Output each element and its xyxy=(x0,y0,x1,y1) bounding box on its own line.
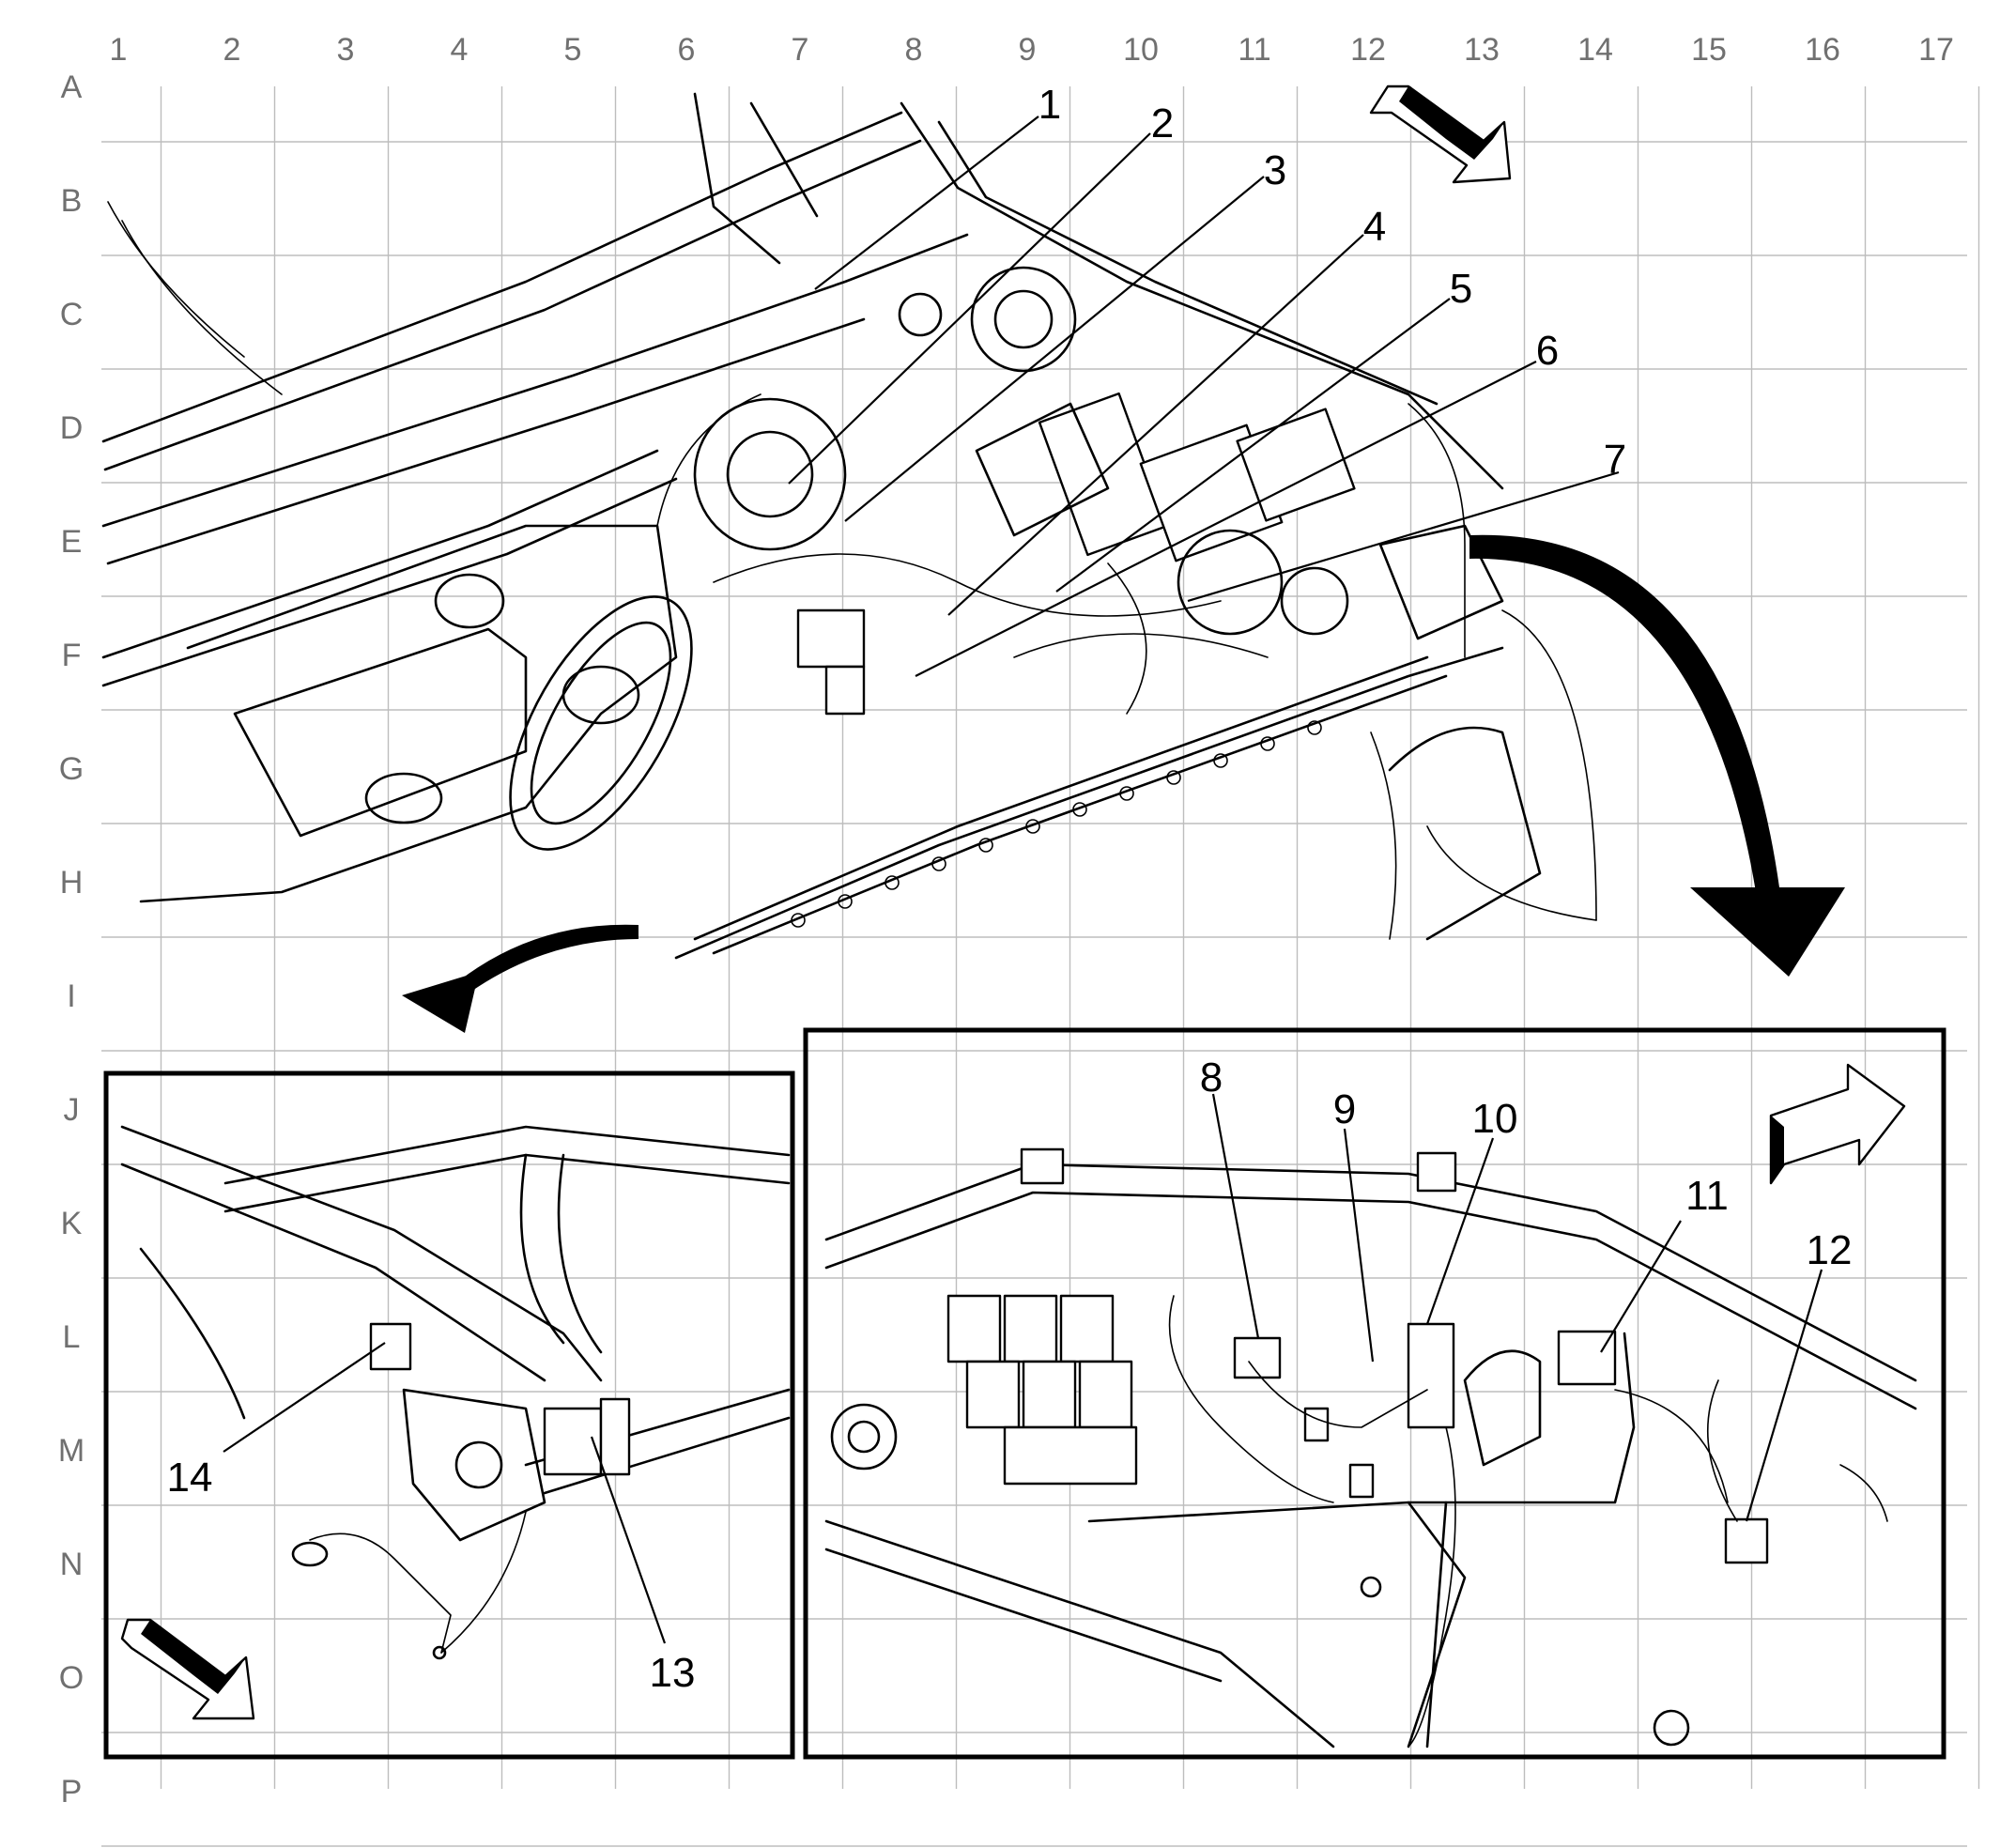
grid-column-label: 17 xyxy=(1918,32,1954,68)
grid-row-label: E xyxy=(61,524,83,560)
grid-column-label: 12 xyxy=(1350,32,1386,68)
callout-7: 7 xyxy=(1604,437,1626,483)
grid-row-label: N xyxy=(60,1547,84,1582)
grid-row-label: F xyxy=(62,638,82,673)
top-view-illustration xyxy=(101,92,1597,960)
grid-column-label: 6 xyxy=(678,32,696,68)
left-inset-illustration xyxy=(120,1125,791,1660)
grid-row-label: J xyxy=(64,1092,80,1128)
callout-1: 1 xyxy=(1038,82,1061,128)
inset-frame-right xyxy=(803,1027,1946,1760)
callout-4: 4 xyxy=(1363,204,1386,250)
callout-10: 10 xyxy=(1472,1096,1518,1142)
rail-holes xyxy=(791,720,1322,928)
grid-column-label: 4 xyxy=(451,32,469,68)
grid-row-label: K xyxy=(61,1206,83,1241)
callout-14: 14 xyxy=(167,1455,213,1501)
grid-row-label: I xyxy=(67,978,75,1014)
grid-row-label: D xyxy=(60,410,84,446)
reference-grid xyxy=(101,86,1980,1847)
grid-row-label: M xyxy=(58,1433,85,1469)
callout-8: 8 xyxy=(1200,1055,1223,1101)
forward-arrow-icon xyxy=(120,1618,255,1720)
grid-row-label: L xyxy=(63,1319,81,1355)
forward-arrow-icon xyxy=(1369,85,1512,184)
grid-row-label: B xyxy=(61,183,83,219)
grid-column-label: 9 xyxy=(1019,32,1037,68)
grid-column-label: 13 xyxy=(1464,32,1500,68)
callout-5: 5 xyxy=(1450,266,1472,312)
callout-9: 9 xyxy=(1333,1086,1356,1132)
callout-2: 2 xyxy=(1151,100,1174,146)
grid-column-label: 15 xyxy=(1691,32,1727,68)
curved-arrow-icon xyxy=(1469,534,1845,977)
grid-column-label: 1 xyxy=(110,32,128,68)
grid-row-label: C xyxy=(60,297,84,332)
grid-row-label: A xyxy=(61,69,83,105)
callout-13: 13 xyxy=(650,1650,696,1696)
curved-arrow-icon xyxy=(402,924,638,1033)
grid-column-label: 5 xyxy=(564,32,582,68)
grid-row-labels: A B C D E F G H I J K L M N O P xyxy=(58,69,85,1810)
grid-row-label: H xyxy=(60,865,84,901)
grid-column-label: 2 xyxy=(223,32,241,68)
grid-column-label: 8 xyxy=(905,32,923,68)
callout-3: 3 xyxy=(1264,147,1286,193)
callout-11: 11 xyxy=(1685,1173,1729,1219)
grid-column-label: 16 xyxy=(1805,32,1840,68)
grid-column-label: 11 xyxy=(1238,32,1270,68)
grid-row-label: P xyxy=(61,1774,83,1810)
grid-row-label: O xyxy=(59,1660,84,1696)
right-inset-illustration xyxy=(824,1147,1917,1748)
callout-12: 12 xyxy=(1807,1227,1853,1273)
grid-column-label: 7 xyxy=(792,32,809,68)
grid-column-label: 10 xyxy=(1123,32,1159,68)
grid-row-label: G xyxy=(59,751,84,787)
forward-arrow-icon xyxy=(1769,1063,1906,1185)
grid-column-label: 3 xyxy=(337,32,355,68)
grid-column-label: 14 xyxy=(1577,32,1613,68)
inset-frame-left xyxy=(103,1070,795,1760)
callout-6: 6 xyxy=(1536,328,1559,374)
callout-leaders xyxy=(223,116,1823,1644)
